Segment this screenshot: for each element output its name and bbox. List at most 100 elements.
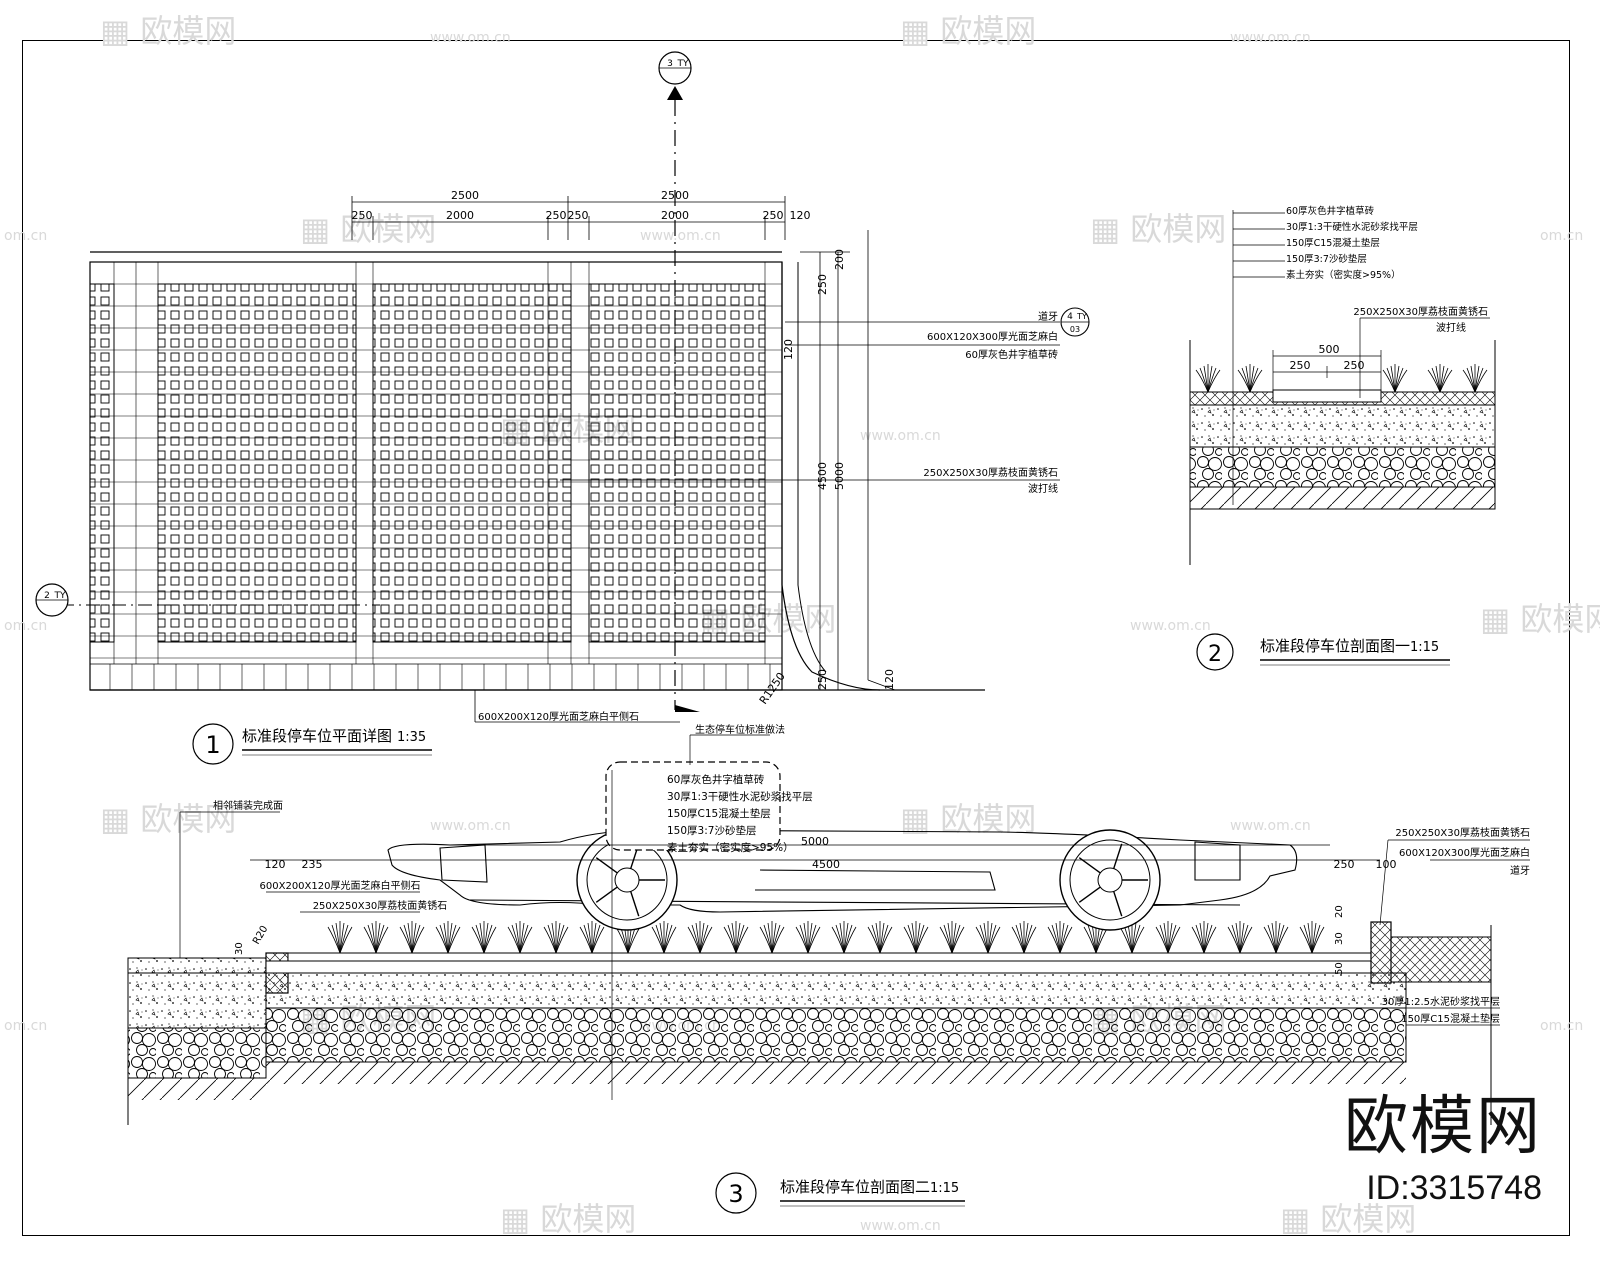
plan-callout-2-visible: 60厚灰色井字植草砖 <box>965 348 1058 361</box>
car-wheel-rear <box>1059 829 1161 931</box>
s2-left-top: 相邻铺装完成面 <box>213 799 283 812</box>
dim-250-3: 250 <box>568 209 589 222</box>
s1-callout-b: 波打线 <box>1436 321 1466 334</box>
s2-right-callout-3: 道牙 <box>1510 864 1530 877</box>
s1-dim-250b: 250 <box>1344 359 1365 372</box>
s1-dim-250a: 250 <box>1290 359 1311 372</box>
s1-scale: 1:15 <box>1410 640 1439 655</box>
s1-layer-4: 150厚3:7沙砂垫层 <box>1286 253 1367 265</box>
s2-right-callout-2: 600X120X300厚光面芝麻白 <box>1399 846 1530 859</box>
s2-header: 生态停车位标准做法 <box>695 723 785 736</box>
dim-right-5000: 5000 <box>833 462 846 490</box>
dim-right-200: 200 <box>833 249 846 270</box>
s2-dim-30-left: 30 <box>234 942 245 955</box>
watermark-text: ▦ 欧模网 <box>100 12 236 50</box>
section-marker-top: 3 TY <box>658 51 692 100</box>
s2-dim-250: 250 <box>1334 858 1355 871</box>
detail-marker-sheet: TY <box>1076 312 1087 321</box>
watermark-url-short: om.cn <box>4 1018 47 1034</box>
plan-scale: 1:35 <box>397 730 426 745</box>
grass-tuft-icon <box>363 921 389 954</box>
dim-2000-1: 2000 <box>446 209 474 222</box>
grass-tuft-icon <box>687 921 713 954</box>
dim-right-250b: 250 <box>816 669 829 690</box>
s2-layer-1: 60厚灰色井字植草砖 <box>667 773 765 786</box>
grass-tuft-icon <box>1237 363 1263 393</box>
marker-top-num: 3 <box>667 59 673 69</box>
grass-tuft-icon <box>1191 921 1217 954</box>
s2-left-callout-1: 600X200X120厚光面芝麻白平侧石 <box>260 879 421 892</box>
grass-tuft-icon <box>471 921 497 954</box>
grass-tuft-icon <box>651 921 677 954</box>
grass-tuft-icon <box>327 921 353 954</box>
brand-name: 欧模网 <box>1344 1090 1542 1164</box>
s2-layer-5: 素土夯实（密实度>95%） <box>667 841 794 854</box>
watermark-text: ▦ 欧模网 <box>900 12 1036 50</box>
s1-title-number: 2 <box>1208 642 1222 667</box>
dim-2500-b: 2500 <box>661 189 689 202</box>
watermark-url-short: om.cn <box>1540 228 1583 244</box>
grass-tuft-icon <box>831 921 857 954</box>
watermark-url-short: om.cn <box>4 618 47 634</box>
dim-2500-a: 2500 <box>451 189 479 202</box>
s2-dim-4500: 4500 <box>812 858 840 871</box>
s1-layer-3: 150厚C15混凝土垫层 <box>1286 237 1380 249</box>
plan-callout-bottom: 600X200X120厚光面芝麻白平侧石 <box>478 710 639 723</box>
s2-layer-2: 30厚1:3干硬性水泥砂浆找平层 <box>667 790 813 803</box>
plan-callout-1: 600X120X300厚光面芝麻白 <box>927 330 1058 343</box>
s2-dim-235: 235 <box>302 858 323 871</box>
grass-tuft-icon <box>1462 364 1488 393</box>
s2-right-callout-5: 150厚C15混凝土垫层 <box>1401 1012 1500 1025</box>
watermark-text: ▦ 欧模网 <box>500 1200 636 1238</box>
dim-250-4: 250 <box>763 209 784 222</box>
detail-marker: 4 TY 03 <box>1060 307 1090 337</box>
section-marker-left: 2 TY <box>35 583 69 617</box>
grass-tuft-icon <box>1195 364 1221 393</box>
dim-right-120b: 120 <box>883 669 896 690</box>
dim-right-4500: 4500 <box>816 462 829 490</box>
plan-title: 标准段停车位平面详图 <box>242 727 392 745</box>
s2-layer-4: 150厚3:7沙砂垫层 <box>667 824 756 837</box>
sheet-border <box>22 40 1570 1236</box>
s1-layer-5: 素土夯实（密实度>95%） <box>1286 269 1401 281</box>
grass-tuft-icon <box>435 921 461 954</box>
watermark-text: ▦ 欧模网 <box>1280 1200 1416 1238</box>
grass-tuft-icon <box>939 921 965 954</box>
brand-stamp: 欧模网 ID:3315748 <box>1344 1095 1542 1208</box>
marker-left-num: 2 <box>44 591 50 601</box>
watermark-url: www.om.cn <box>860 428 941 444</box>
s2-scale: 1:15 <box>930 1181 959 1196</box>
s2-dim-100: 100 <box>1376 858 1397 871</box>
watermark-text: ▦ 欧模网 <box>100 800 236 838</box>
s1-callout: 250X250X30厚荔枝面黄锈石 <box>1353 305 1488 318</box>
watermark-text: ▦ 欧模网 <box>1090 210 1226 248</box>
s1-dim-500: 500 <box>1319 343 1340 356</box>
grass-tuft-icon <box>1382 364 1408 393</box>
s2-dim-30: 30 <box>1334 932 1345 945</box>
dim-250-1: 250 <box>352 209 373 222</box>
watermark-url: www.om.cn <box>860 1218 941 1234</box>
s2-left-callout-2: 250X250X30厚荔枝面黄锈石 <box>313 899 448 912</box>
grass-tuft-icon <box>975 921 1001 954</box>
s1-layer-1: 60厚灰色井字植草砖 <box>1286 205 1375 217</box>
s2-dim-r20: R20 <box>251 924 270 947</box>
car-wheel-front <box>576 829 678 931</box>
dim-120-top: 120 <box>790 209 811 222</box>
s2-title-number: 3 <box>728 1180 743 1208</box>
s1-title: 标准段停车位剖面图一 <box>1260 637 1410 655</box>
watermark-url: www.om.cn <box>430 818 511 834</box>
dim-right-250: 250 <box>816 274 829 295</box>
watermark-url: www.om.cn <box>430 30 511 46</box>
s2-right-callout-1: 250X250X30厚荔枝面黄锈石 <box>1395 826 1530 839</box>
plan-title-number: 1 <box>205 731 220 759</box>
grass-tuft-icon <box>1427 364 1453 393</box>
grass-tuft-icon <box>1155 921 1181 954</box>
plan-callout-3b: 波打线 <box>1028 482 1058 495</box>
grass-tuft-icon <box>903 921 929 954</box>
dim-2000-2: 2000 <box>661 209 689 222</box>
watermark-url: www.om.cn <box>640 228 721 244</box>
grass-tuft-icon <box>507 921 533 954</box>
watermark-url: www.om.cn <box>1130 618 1211 634</box>
